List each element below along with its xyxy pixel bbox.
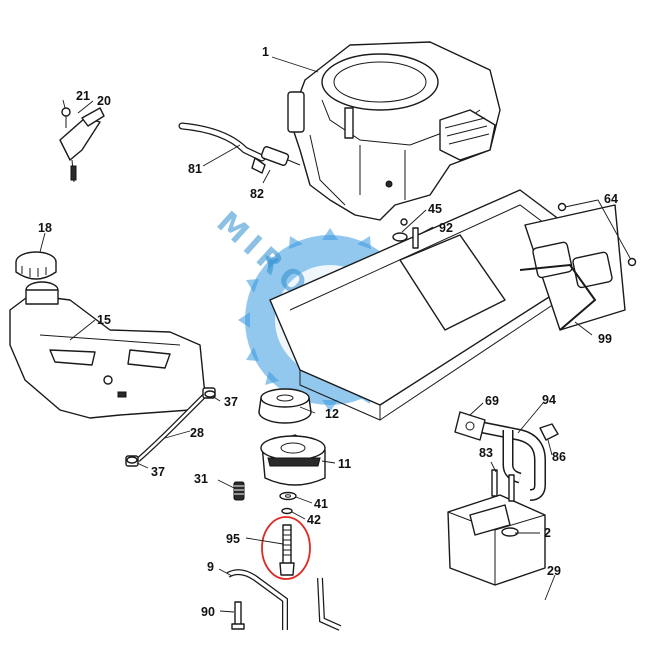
callout-11: 11: [338, 457, 351, 471]
callout-9: 9: [207, 560, 214, 574]
callout-12: 12: [325, 407, 339, 421]
callout-64: 64: [604, 192, 618, 206]
highlight-circle-95: [261, 516, 311, 580]
callout-31: 31: [194, 472, 208, 486]
callout-29: 29: [547, 564, 561, 578]
fuel-line-hose: [178, 122, 266, 162]
callout-45: 45: [428, 202, 442, 216]
fastener-37-lower: [126, 456, 138, 464]
engine-assembly: [287, 41, 501, 226]
bolt-95: [279, 524, 295, 576]
mounting-frame: [269, 189, 637, 421]
fuel-filter: [251, 146, 301, 174]
leader-lines: [39, 56, 631, 613]
washer-42: [281, 507, 293, 515]
callout-1: 1: [262, 45, 269, 59]
callout-83: 83: [479, 446, 493, 460]
callout-41: 41: [314, 497, 328, 511]
callout-95: 95: [226, 532, 240, 546]
callout-99: 99: [598, 332, 612, 346]
exhaust-gasket: [454, 411, 486, 441]
callout-21: 21: [76, 89, 90, 103]
exhaust-pipe: [468, 419, 546, 501]
callout-15: 15: [97, 313, 111, 327]
callout-28: 28: [190, 426, 204, 440]
fuel-tank: [9, 281, 206, 419]
fastener-45: [392, 232, 408, 242]
callout-labels: 1 2 9 11 12 15 18 20 21 28 29 31 37 37 4…: [38, 45, 618, 619]
callout-86: 86: [552, 450, 566, 464]
muffler: [447, 494, 546, 586]
spring: [233, 481, 245, 501]
fuel-cap: [15, 251, 57, 280]
callout-81: 81: [188, 162, 202, 176]
engine-pulley: [258, 388, 312, 424]
throttle-control: [59, 107, 105, 183]
callout-69: 69: [485, 394, 499, 408]
fastener-92: [412, 227, 419, 249]
callout-37-lower: 37: [151, 465, 165, 479]
callout-94: 94: [542, 393, 556, 407]
bracket-rod: [226, 569, 342, 631]
callout-18: 18: [38, 221, 52, 235]
callout-2: 2: [544, 526, 551, 540]
callout-42: 42: [307, 513, 321, 527]
callout-20: 20: [97, 94, 111, 108]
callout-37-upper: 37: [224, 395, 238, 409]
pto-clutch: [260, 434, 326, 486]
bolt-90: [231, 601, 245, 630]
callout-92: 92: [439, 221, 453, 235]
callout-82: 82: [250, 187, 264, 201]
side-bracket-plate: [519, 204, 626, 331]
nut-86: [539, 423, 559, 441]
callout-90: 90: [201, 605, 215, 619]
washer-41: [279, 491, 297, 501]
fastener-37-upper: [204, 390, 216, 398]
